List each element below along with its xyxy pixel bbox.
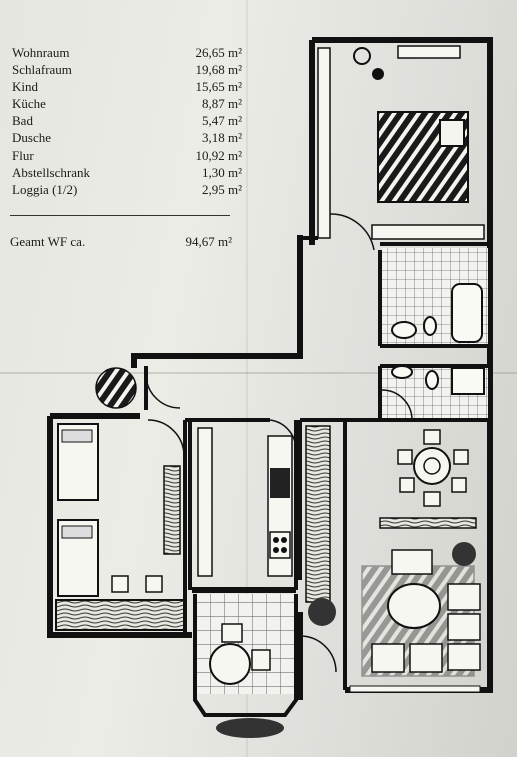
stove-burner-icon bbox=[273, 547, 279, 553]
living-window bbox=[349, 685, 481, 693]
child-shelf bbox=[163, 465, 181, 555]
coffee-table bbox=[387, 583, 441, 629]
plant-icon bbox=[452, 542, 476, 566]
bathtub bbox=[451, 283, 483, 343]
shower-toilet bbox=[425, 370, 439, 390]
paper-fold-line bbox=[0, 372, 517, 374]
dining-table-center bbox=[423, 457, 441, 475]
plant-icon bbox=[308, 598, 336, 626]
loggia-outline bbox=[193, 594, 298, 717]
shower-basin bbox=[391, 365, 413, 379]
loggia-chair-top bbox=[221, 623, 243, 643]
loggia-plant bbox=[216, 718, 284, 738]
total-label: Geamt WF ca. bbox=[10, 234, 86, 249]
dresser bbox=[397, 45, 461, 59]
dining-chairs bbox=[397, 429, 469, 507]
paper-fold-line-vertical bbox=[246, 0, 248, 757]
loggia-table bbox=[209, 643, 251, 685]
table-divider bbox=[10, 215, 230, 216]
sofa-seats bbox=[371, 583, 481, 673]
child-desk bbox=[55, 599, 185, 631]
stove-burner-icon bbox=[273, 537, 279, 543]
interior-walls bbox=[144, 236, 490, 690]
area-row-loggia: Loggia (1/2)2,95 m² bbox=[12, 181, 242, 197]
chair-icon bbox=[353, 47, 371, 65]
armchair-top bbox=[391, 549, 433, 575]
living-wall-unit bbox=[305, 425, 331, 603]
washbasin bbox=[391, 321, 417, 339]
total-value: 94,67 m² bbox=[185, 234, 232, 249]
child-chair-left bbox=[111, 575, 129, 593]
toilet bbox=[423, 316, 437, 336]
child-bed-bottom-pillow bbox=[61, 525, 93, 539]
loggia-chair-right bbox=[251, 649, 271, 671]
child-bed-top-pillow bbox=[61, 429, 93, 443]
plant-icon bbox=[372, 68, 384, 80]
total-row: Geamt WF ca. 94,67 m² bbox=[10, 234, 232, 250]
kitchen-sink bbox=[270, 468, 290, 498]
loggia-tiles bbox=[195, 594, 295, 694]
dining-table bbox=[413, 447, 451, 485]
kitchen-counter-left bbox=[197, 427, 213, 577]
kitchen-stove bbox=[269, 531, 291, 559]
child-chair-right bbox=[145, 575, 163, 593]
door-swings bbox=[145, 213, 413, 673]
sideboard bbox=[379, 517, 477, 529]
wardrobe bbox=[317, 47, 331, 239]
stove-burner-icon bbox=[281, 537, 287, 543]
bed-pillow bbox=[439, 119, 465, 147]
bedroom-shelf bbox=[371, 224, 485, 240]
stove-burner-icon bbox=[281, 547, 287, 553]
hall-round-rug bbox=[95, 367, 137, 409]
shower-tray bbox=[451, 367, 485, 395]
